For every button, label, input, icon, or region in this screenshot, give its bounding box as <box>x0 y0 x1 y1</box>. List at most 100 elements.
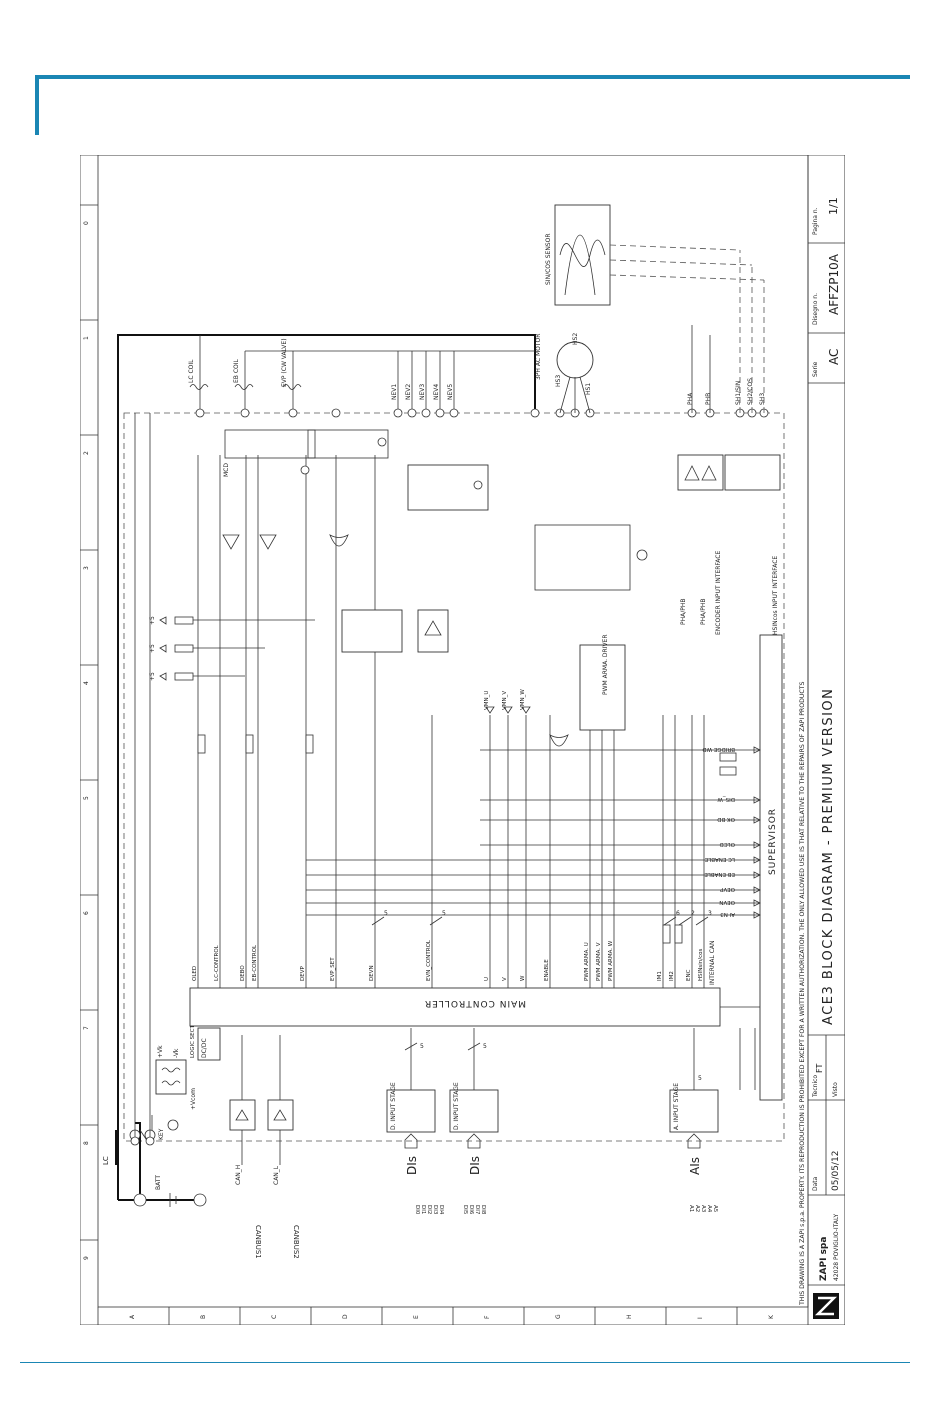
grid-row-label: D <box>342 1314 349 1319</box>
vmn-label: VMN_W <box>520 689 526 710</box>
ac-motor-label: 3PH AC MOTOR <box>535 334 542 380</box>
plus5-label-2: +5 <box>149 644 156 653</box>
evn-comparator-block <box>417 609 449 653</box>
hs3-label: HS3 <box>555 375 562 387</box>
coil-drivers: LC COIL EB COIL EVP (CW VALVE) <box>188 335 535 413</box>
ev1-label: NEV1 <box>391 384 398 400</box>
bus-width-d1: 5 <box>420 1043 424 1050</box>
title-block-address: 42028 POVIGLIO-ITALY <box>833 1213 840 1281</box>
di-pin-label: DI1 <box>420 1205 426 1214</box>
title-block-tecnico: FT <box>815 1064 824 1073</box>
analog-input-arrow-icon <box>687 1133 701 1149</box>
grid-row-label: F <box>484 1315 491 1319</box>
sh1-label: SH1/SIN <box>735 381 742 405</box>
signal-label: EVN_CONTROL <box>426 939 432 981</box>
signal-label: V <box>502 977 508 981</box>
hs2-label: HS2 <box>572 333 579 345</box>
di-pin-label: DI6 <box>468 1205 474 1215</box>
vmn-label: VMN_V <box>502 691 508 710</box>
main-controller-block <box>189 987 721 1027</box>
dis-label-1: DIs <box>405 1156 419 1175</box>
sincos-interface-block <box>724 454 781 491</box>
grid-row-label: K <box>768 1314 775 1319</box>
supervisor-signal-label: OLCD <box>720 841 735 847</box>
drawing-frame <box>80 155 845 1325</box>
dcdc-block <box>197 1027 221 1061</box>
drawing-inner-frame <box>97 155 809 1308</box>
grid-row-label: E <box>413 1315 420 1319</box>
vmn-label: VMN_U <box>484 691 490 710</box>
boundary-connectors <box>130 408 769 1146</box>
di-pin-label: DI2 <box>426 1205 432 1214</box>
signal-label: LC-CONTROL <box>214 944 220 981</box>
bus-width-label: 5 <box>384 910 388 917</box>
grid-row-label: A <box>129 1314 136 1319</box>
signal-label: DEVP <box>300 966 306 981</box>
signal-label: ENC <box>686 969 692 981</box>
phb-label: PHB <box>705 393 712 405</box>
supervisor-signal-label: AI N3 <box>720 911 735 917</box>
di-pin-label: DI3 <box>432 1205 438 1215</box>
grid-row-label: B <box>200 1315 207 1319</box>
plus5-label-1: +5 <box>149 616 156 625</box>
eb-coil-label: EB COIL <box>233 359 240 383</box>
grid-row-label: G <box>555 1314 562 1319</box>
canbus2-transceiver <box>267 1099 294 1131</box>
title-block-visto-label: Visto <box>832 1082 839 1097</box>
battery-symbol: BATT <box>133 1175 207 1207</box>
grid-col-label: 9 <box>83 1256 90 1260</box>
di-pin-label: DI7 <box>474 1205 480 1215</box>
grid-col-label: 3 <box>83 566 90 570</box>
battery-bus <box>117 334 536 1201</box>
supervisor-signal-label: OK BD <box>717 816 735 822</box>
vcom-label: +Vcom <box>190 1088 197 1110</box>
ais-label: AIs <box>688 1157 702 1175</box>
bus-width-label: 6 <box>676 910 680 917</box>
supervisor-signal-label: OEVP <box>719 886 735 892</box>
ev3-label: NEV3 <box>419 384 426 400</box>
signal-label: IM1 <box>657 971 663 981</box>
lc-contact-label: LC <box>102 1156 110 1165</box>
ev4-label: NEV4 <box>433 384 440 400</box>
title-block-serie: AC <box>827 349 841 365</box>
encoder-interface-block <box>677 454 724 491</box>
encoder-interface-label: ENCODER INPUT INTERFACE <box>715 551 722 635</box>
bus-width-label: 5 <box>442 910 446 917</box>
plus-5-references: +5 +5 +5 <box>149 616 315 681</box>
pha-phb-label-1: PHA/PHB <box>680 598 687 625</box>
grid-col-label: 2 <box>83 451 90 455</box>
ai-pin-label: A2 <box>694 1205 700 1212</box>
supervisor-signal-label: OEVN <box>719 899 735 905</box>
hs1-label: HS1 <box>585 383 592 395</box>
title-block-company: ZAPI spa <box>819 1237 829 1281</box>
grid-row-label: I <box>697 1317 704 1319</box>
evp-driver-block <box>341 609 403 653</box>
mcd-label: MCD <box>223 463 230 477</box>
signal-label: IM2 <box>669 971 675 981</box>
sense-resistors <box>197 734 737 944</box>
ev2-label: NEV2 <box>405 384 412 400</box>
controller-boundary <box>123 412 785 1142</box>
canbus1-transceiver <box>229 1099 256 1131</box>
title-block-title: ACE3 BLOCK DIAGRAM - PREMIUM VERSION <box>821 688 836 1025</box>
sincos-interface-label: HSINcos INPUT INTERFACE <box>772 556 779 635</box>
lc-coil-label: LC COIL <box>188 359 195 383</box>
canbus1-label: CANBUS1 <box>254 1225 262 1259</box>
sh3-label: SH3 <box>759 393 766 405</box>
grid-col-label: 0 <box>83 221 90 225</box>
ev5-label: NEV5 <box>447 384 454 400</box>
title-block-data-label: Data <box>812 1176 819 1191</box>
title-block-disegno: AFFZP10A <box>827 253 841 315</box>
signal-label: DEBO <box>240 965 246 981</box>
title-block: Pagina n. 1/1 Disegno n. AFFZP10A Serie … <box>807 155 845 1325</box>
ai-pin-label: A5 <box>712 1205 718 1213</box>
ev-outputs: NEV1 NEV2 NEV3 NEV4 NEV5 <box>391 351 489 511</box>
grid-col-label: 5 <box>83 796 90 800</box>
footer-rule <box>20 1362 910 1363</box>
d-input-stage-2-label: D. INPUT STAGE <box>453 1082 460 1130</box>
